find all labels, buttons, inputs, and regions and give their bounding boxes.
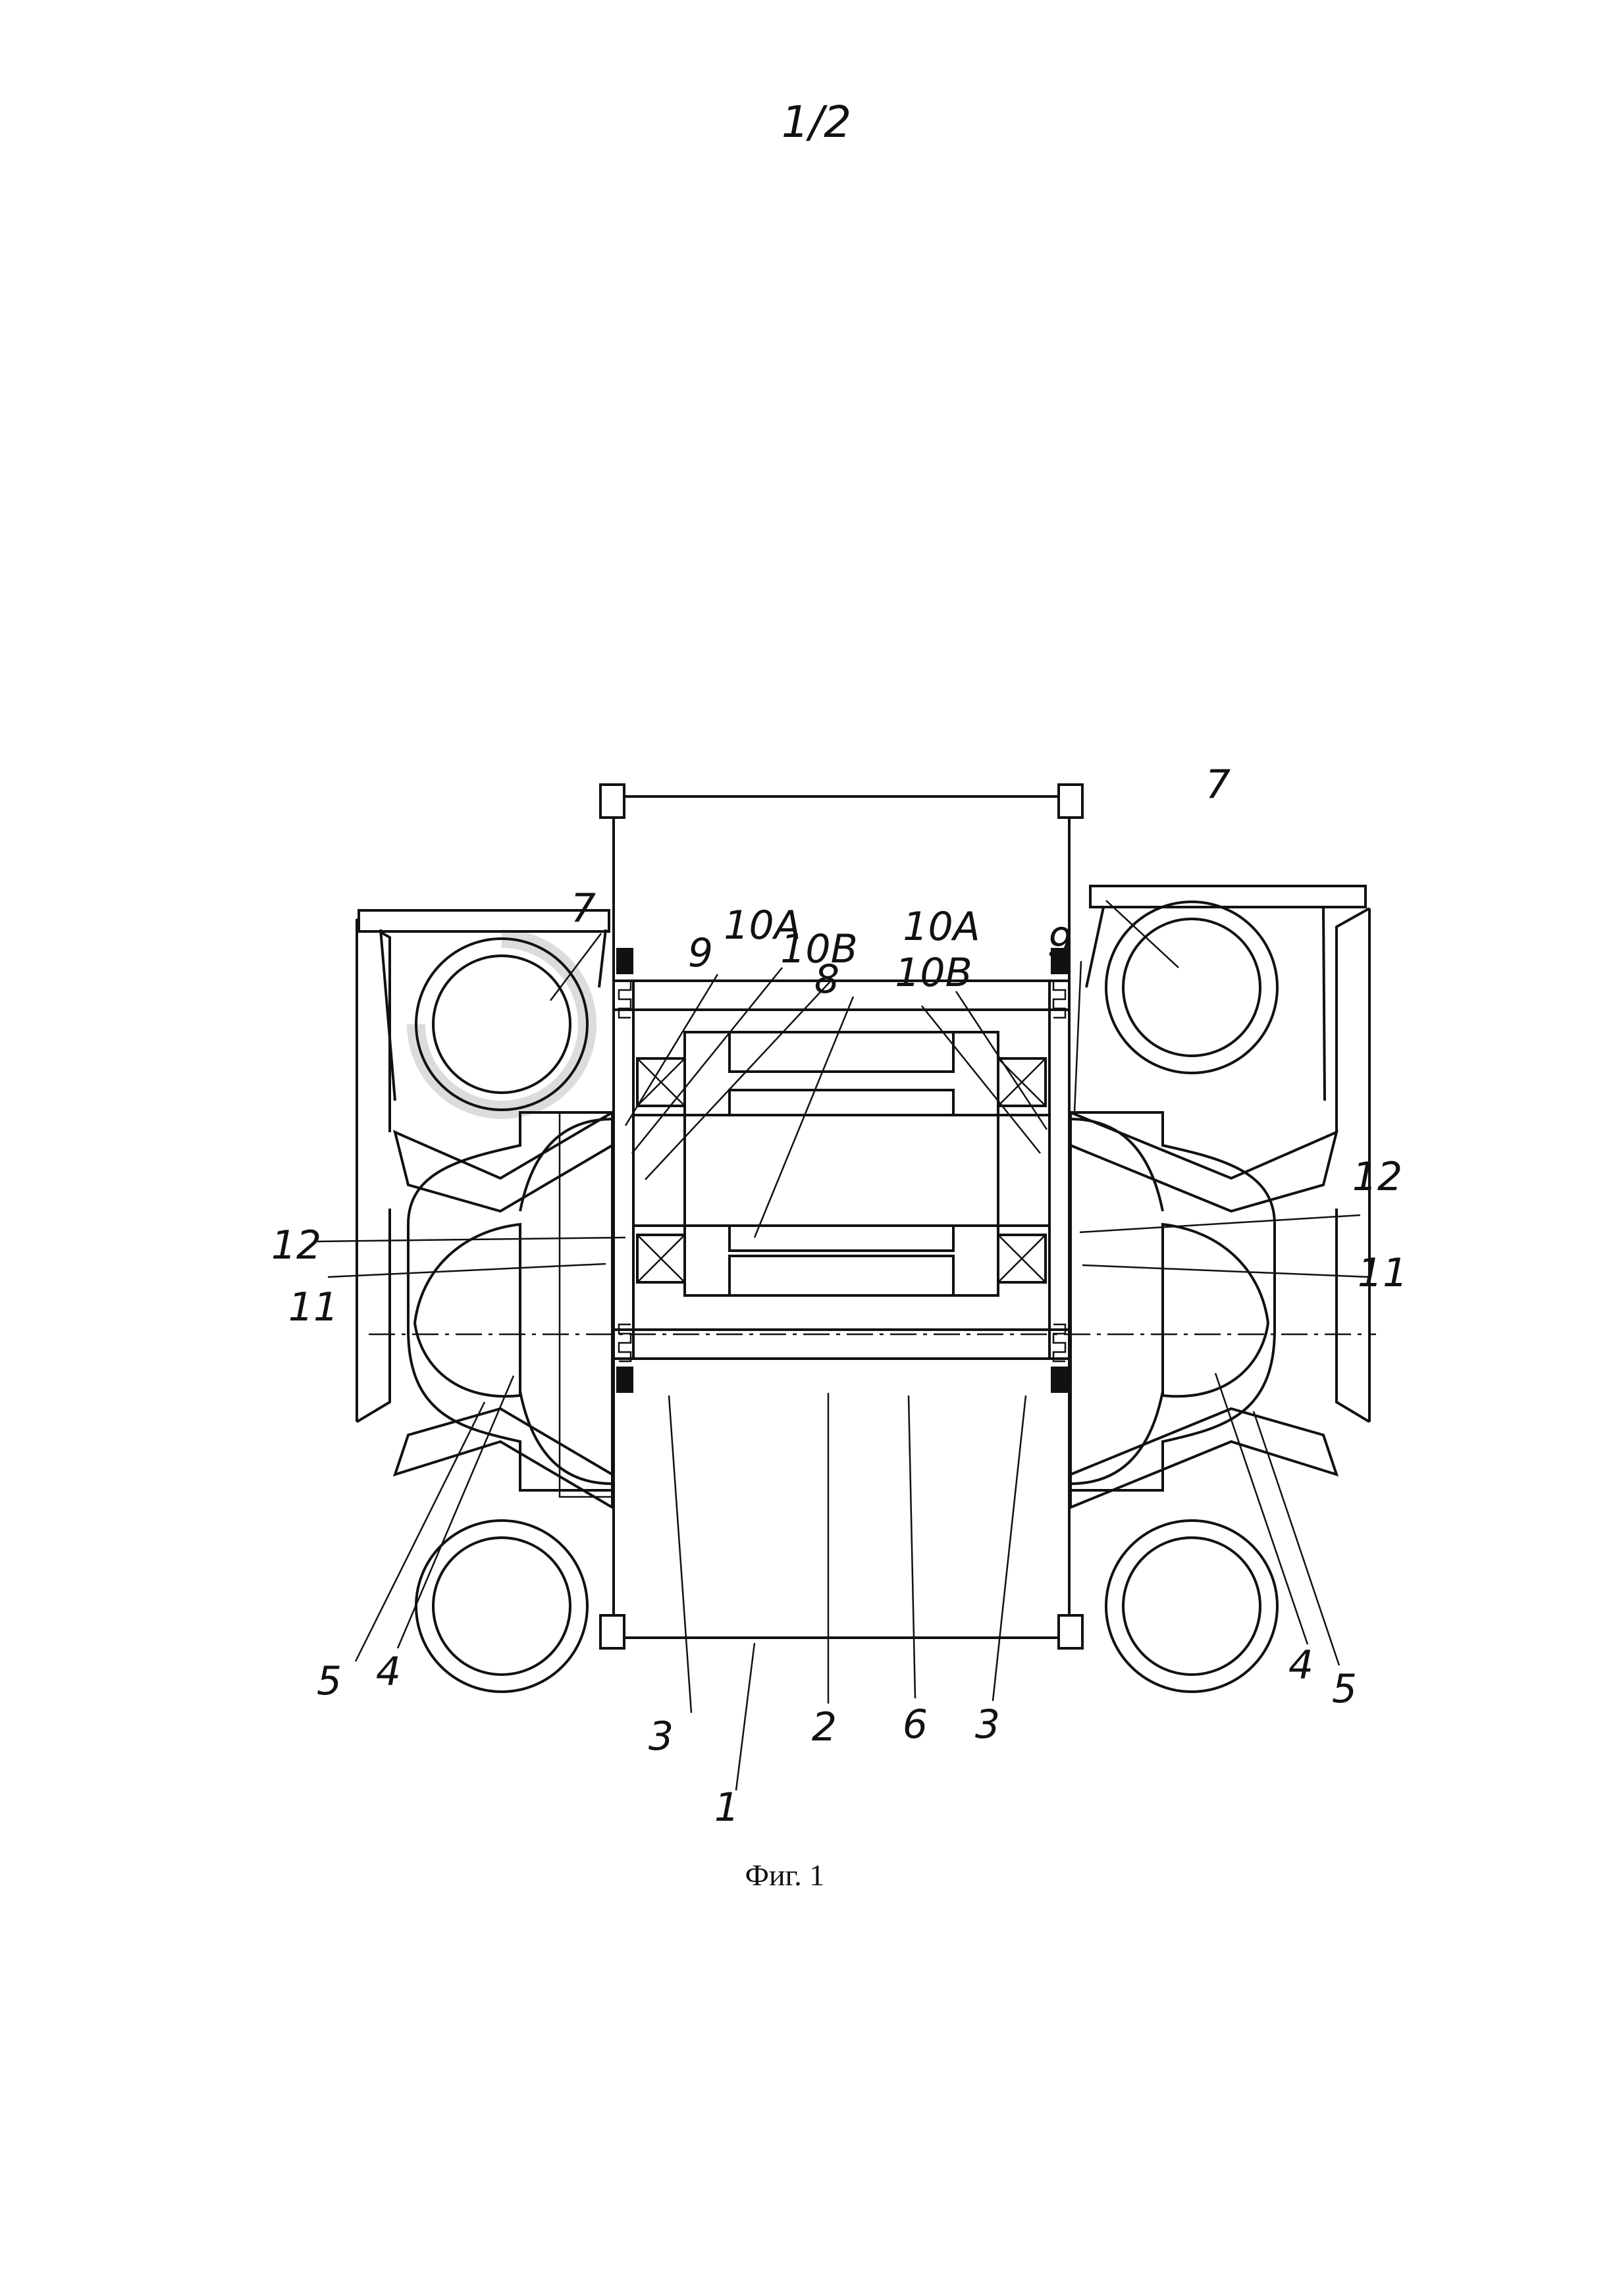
- label-6: 6: [903, 1702, 928, 1748]
- left-compressor: [356, 909, 614, 1693]
- label-7-right: 7: [1206, 762, 1231, 808]
- label-3-left: 3: [649, 1713, 674, 1760]
- label-5-right: 5: [1332, 1666, 1357, 1712]
- page-number: 1/2: [782, 97, 851, 147]
- label-12-right: 12: [1352, 1154, 1402, 1200]
- labyrinth-seals: [616, 948, 1068, 1393]
- label-3-right: 3: [975, 1702, 1000, 1748]
- label-1: 1: [714, 1785, 739, 1831]
- left-inducer-nose: [413, 1222, 521, 1398]
- right-compressor: [1069, 885, 1371, 1693]
- callout-labels: 7 7 9 10A 10B 8 10A 10B 9 12 11 12 11 5 …: [271, 762, 1408, 1831]
- label-9-left: 9: [688, 930, 713, 976]
- label-2: 2: [812, 1704, 837, 1750]
- label-12-left: 12: [271, 1222, 321, 1268]
- shaft: [632, 1114, 1051, 1227]
- label-10b-right: 10B: [895, 950, 972, 996]
- label-10a-left: 10A: [724, 902, 801, 949]
- figure-caption: Фиг. 1: [745, 1858, 825, 1892]
- label-8: 8: [814, 956, 839, 1003]
- label-10a-right: 10A: [903, 904, 980, 950]
- label-11-right: 11: [1358, 1250, 1408, 1296]
- right-inducer-nose: [1161, 1222, 1270, 1398]
- label-4-right: 4: [1288, 1642, 1313, 1688]
- label-9-right: 9: [1047, 920, 1073, 966]
- label-10b-left: 10B: [780, 926, 858, 972]
- label-7-left: 7: [571, 885, 596, 931]
- label-4-left: 4: [376, 1649, 401, 1695]
- electric-motor: [683, 1031, 999, 1297]
- leader-lines: [317, 900, 1370, 1791]
- label-11-left: 11: [288, 1284, 338, 1330]
- label-5-left: 5: [317, 1658, 342, 1704]
